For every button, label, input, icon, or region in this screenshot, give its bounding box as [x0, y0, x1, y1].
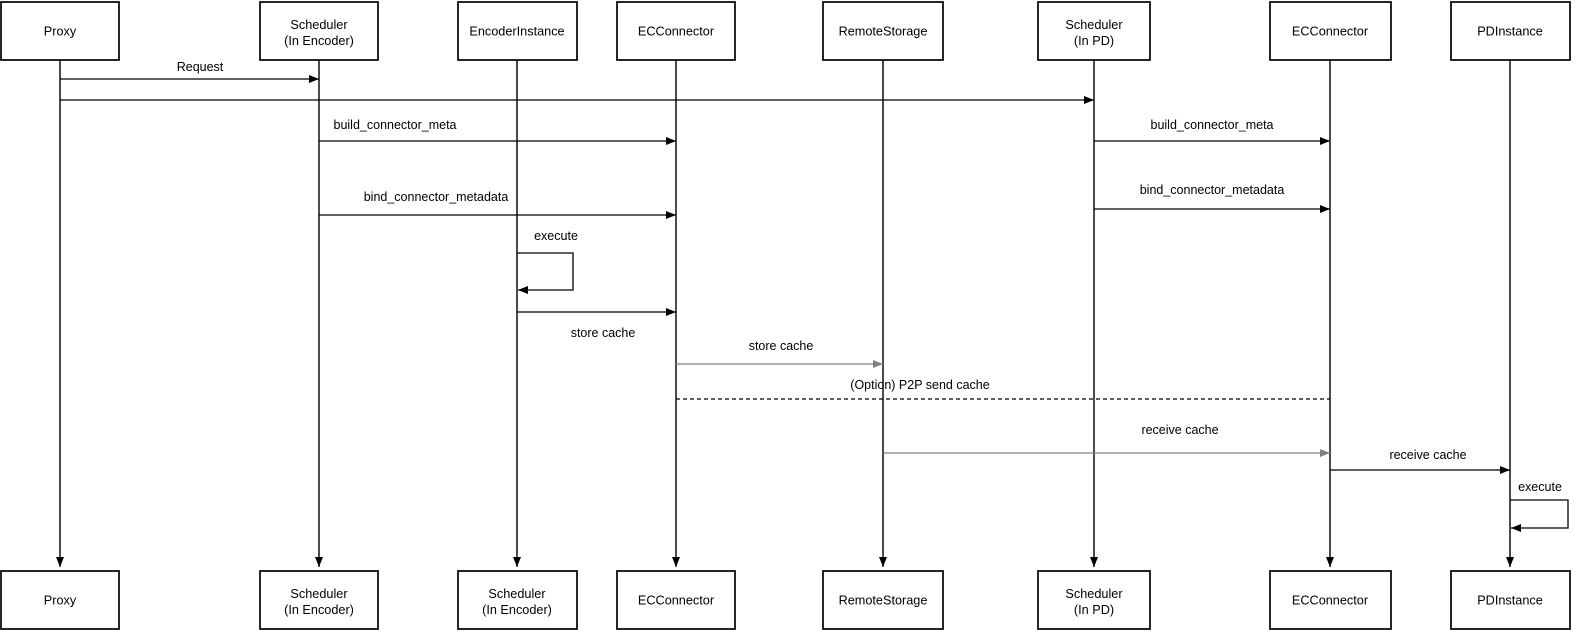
actor-bottom-box-proxy	[0, 570, 120, 630]
actor-bottom-label-scheduler-in-pd: Scheduler (In PD)	[1065, 587, 1123, 617]
actor-top-box-scheduler-in-pd	[1037, 1, 1151, 61]
actor-label-line: ECConnector	[1292, 594, 1369, 608]
actor-label-line: ECConnector	[1292, 25, 1369, 39]
actor-bottom-box-pd-instance	[1450, 570, 1571, 630]
actor-top-box-encoder-instance	[457, 1, 578, 61]
actor-top-label-scheduler-in-pd: Scheduler (In PD)	[1065, 18, 1123, 48]
message-label: Request	[177, 60, 224, 74]
actor-label-line: Proxy	[44, 594, 77, 608]
message-label: build_connector_meta	[1151, 118, 1274, 132]
actor-bottom-label-encoder-instance: Scheduler (In Encoder)	[482, 587, 552, 617]
actor-label-line: EncoderInstance	[469, 25, 564, 39]
actor-bottom-box-scheduler-in-encoder	[259, 570, 379, 630]
message-label: execute	[534, 229, 578, 243]
actor-bottom-box-ec-connector-2	[1269, 570, 1392, 630]
actor-label-line: Scheduler	[1065, 18, 1123, 32]
actor-top-box-pd-instance	[1450, 1, 1571, 61]
actor-label-line: (In Encoder)	[284, 34, 354, 48]
actor-bottom-label-scheduler-in-encoder: Scheduler (In Encoder)	[284, 587, 354, 617]
actor-top-box-scheduler-in-encoder	[259, 1, 379, 61]
actor-top-label-proxy: Proxy	[44, 25, 77, 39]
actor-label-line: ECConnector	[638, 25, 715, 39]
self-message-arrow	[517, 252, 574, 294]
actor-top-label-ec-connector-2: ECConnector	[1292, 25, 1369, 39]
actor-bottom-label-pd-instance: PDInstance	[1477, 594, 1543, 608]
message-label: store cache	[571, 326, 636, 340]
actor-label-line: RemoteStorage	[839, 25, 928, 39]
message-label: receive cache	[1141, 423, 1218, 437]
actor-top-label-scheduler-in-encoder: Scheduler (In Encoder)	[284, 18, 354, 48]
actor-label-line: Scheduler	[1065, 587, 1123, 601]
message-label: store cache	[749, 339, 814, 353]
actor-label-line: Scheduler	[488, 587, 546, 601]
actor-top-box-proxy	[0, 1, 120, 61]
actor-label-line: Scheduler	[290, 587, 348, 601]
actor-top-label-ec-connector: ECConnector	[638, 25, 715, 39]
actor-bottom-label-ec-connector: ECConnector	[638, 594, 715, 608]
actor-top-box-ec-connector-2	[1269, 1, 1392, 61]
actor-top-box-ec-connector	[616, 1, 736, 61]
actor-bottom-label-proxy: Proxy	[44, 594, 77, 608]
actor-label-line: Proxy	[44, 25, 77, 39]
message-label: (Option) P2P send cache	[850, 378, 989, 392]
actor-label-line: RemoteStorage	[839, 594, 928, 608]
actor-label-line: (In PD)	[1074, 34, 1114, 48]
actor-top-box-remote-storage	[822, 1, 944, 61]
actor-top-label-encoder-instance: EncoderInstance	[469, 25, 564, 39]
message-label: build_connector_meta	[334, 118, 457, 132]
actor-label-line: (In PD)	[1074, 603, 1114, 617]
actor-bottom-box-encoder-instance	[457, 570, 578, 630]
actor-bottom-box-ec-connector	[616, 570, 736, 630]
actor-label-line: PDInstance	[1477, 25, 1543, 39]
actor-label-line: PDInstance	[1477, 594, 1543, 608]
actor-bottom-box-scheduler-in-pd	[1037, 570, 1151, 630]
actor-bottom-label-ec-connector-2: ECConnector	[1292, 594, 1369, 608]
actor-label-line: (In Encoder)	[482, 603, 552, 617]
message-label: execute	[1518, 480, 1562, 494]
actor-label-line: (In Encoder)	[284, 603, 354, 617]
actor-top-label-remote-storage: RemoteStorage	[839, 25, 928, 39]
self-message-arrow	[1510, 499, 1569, 532]
message-label: bind_connector_metadata	[1140, 183, 1285, 197]
actor-label-line: ECConnector	[638, 594, 715, 608]
message-label: receive cache	[1389, 448, 1466, 462]
actor-top-label-pd-instance: PDInstance	[1477, 25, 1543, 39]
actor-label-line: Scheduler	[290, 18, 348, 32]
actor-bottom-label-remote-storage: RemoteStorage	[839, 594, 928, 608]
actor-bottom-box-remote-storage	[822, 570, 944, 630]
message-label: bind_connector_metadata	[364, 190, 509, 204]
